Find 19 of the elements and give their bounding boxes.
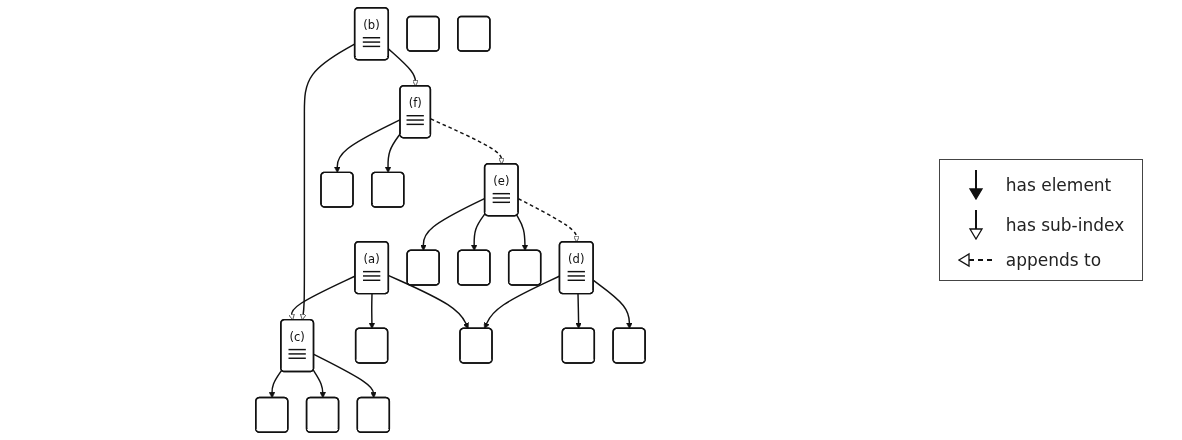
arrow	[387, 274, 469, 329]
arrow	[333, 118, 401, 173]
legend-label: appends to	[1005, 250, 1102, 270]
arrow	[368, 293, 375, 329]
arrow	[384, 133, 401, 173]
legend-label: has sub-index	[1005, 215, 1125, 235]
arrow	[312, 353, 377, 399]
arrow	[517, 198, 580, 243]
arrow	[299, 43, 356, 321]
arrow	[592, 279, 633, 329]
arrow	[515, 214, 528, 251]
legend-label: has element	[1005, 175, 1112, 195]
arrow	[429, 118, 505, 165]
arrow	[268, 369, 282, 399]
arrow	[574, 293, 582, 329]
arrow	[387, 48, 419, 87]
arrow	[419, 197, 486, 251]
arrow	[312, 369, 326, 399]
arrow	[470, 212, 486, 251]
